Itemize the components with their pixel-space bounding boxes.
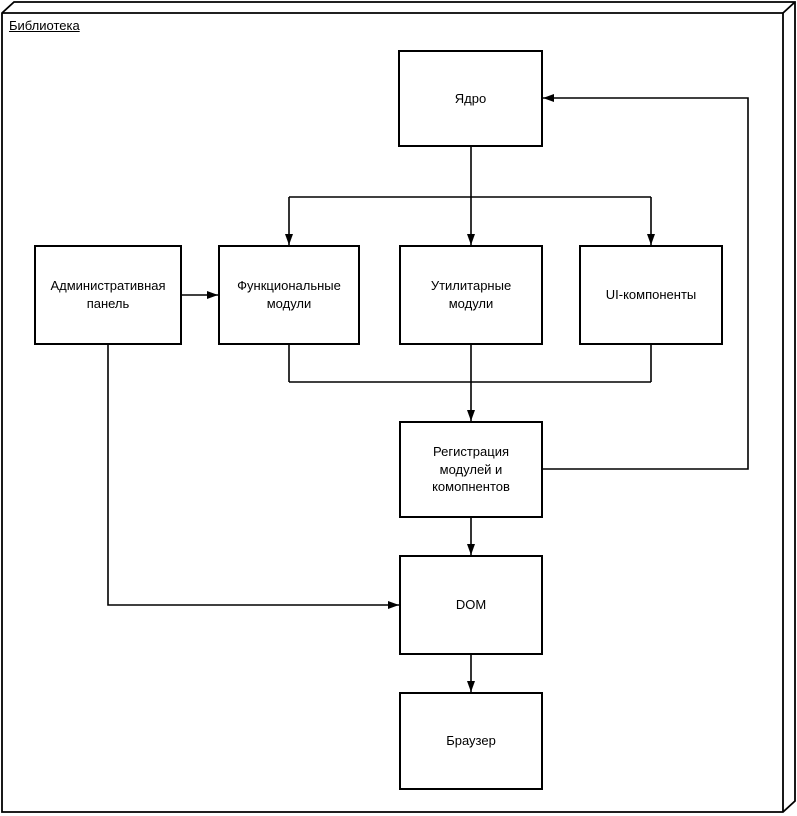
node-registration[interactable]: Регистрация модулей и комопнентов — [399, 421, 543, 518]
node-ui-components-label: UI-компоненты — [605, 287, 697, 303]
node-functional-modules-label: Функциональные модули — [237, 278, 341, 311]
node-admin-panel-label: Административная панель — [50, 278, 166, 311]
node-browser[interactable]: Браузер — [399, 692, 543, 790]
node-utility-modules-label: Утилитарные модули — [430, 278, 512, 311]
edge-registration-to-core — [543, 94, 749, 470]
node-core-label: Ядро — [454, 90, 487, 106]
node-dom[interactable]: DOM — [399, 555, 543, 655]
node-admin-panel[interactable]: Административная панель — [34, 245, 182, 345]
node-dom-label: DOM — [455, 597, 487, 613]
node-core[interactable]: Ядро — [398, 50, 543, 147]
node-registration-label: Регистрация модулей и комопнентов — [432, 444, 510, 495]
node-utility-modules[interactable]: Утилитарные модули — [399, 245, 543, 345]
node-functional-modules[interactable]: Функциональные модули — [218, 245, 360, 345]
edge-admin-to-dom — [107, 345, 399, 609]
node-ui-components[interactable]: UI-компоненты — [579, 245, 723, 345]
container-title: Библиотека — [9, 18, 80, 33]
node-browser-label: Браузер — [446, 733, 496, 749]
